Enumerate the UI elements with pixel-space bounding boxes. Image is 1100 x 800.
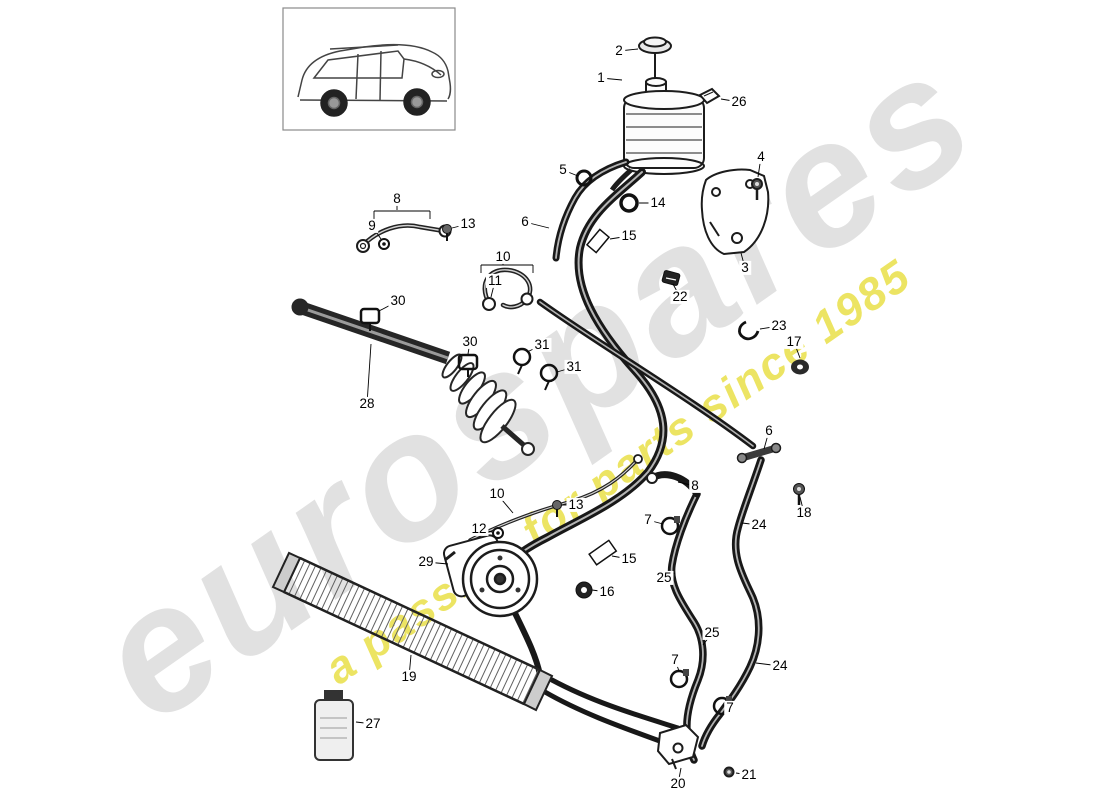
callout-29[interactable]: 29 — [416, 553, 436, 570]
fitting-6 — [738, 444, 780, 462]
cooler-end-right — [522, 668, 554, 712]
callout-19[interactable]: 19 — [399, 668, 419, 685]
callout-31[interactable]: 31 — [564, 358, 584, 375]
callout-6[interactable]: 6 — [519, 213, 531, 230]
callout-7[interactable]: 7 — [724, 699, 736, 716]
callout-13[interactable]: 13 — [458, 215, 478, 232]
clip-26 — [698, 87, 721, 105]
hose-cooler-out-2 — [549, 677, 681, 731]
callout-16[interactable]: 16 — [597, 583, 617, 600]
bolt-4 — [751, 178, 763, 200]
mount-30b — [457, 353, 479, 377]
callout-21[interactable]: 21 — [739, 766, 759, 783]
callout-22[interactable]: 22 — [670, 288, 690, 305]
callout-26[interactable]: 26 — [729, 93, 749, 110]
grommet-17 — [791, 359, 809, 375]
callout-7[interactable]: 7 — [642, 511, 654, 528]
callout-12[interactable]: 12 — [469, 520, 489, 537]
bolt-18 — [793, 483, 805, 505]
clamp-14 — [619, 193, 639, 213]
callout-6[interactable]: 6 — [763, 422, 775, 439]
clamp-22 — [661, 270, 681, 286]
bracket-outline — [700, 168, 770, 256]
callout-3[interactable]: 3 — [739, 259, 751, 276]
clip-23 — [738, 320, 760, 341]
callout-20[interactable]: 20 — [668, 775, 688, 792]
bolt-13a — [442, 224, 452, 241]
bottom-bracket — [656, 723, 735, 778]
callout-1[interactable]: 1 — [595, 69, 607, 86]
marker-15a — [585, 228, 611, 254]
callout-14[interactable]: 14 — [648, 194, 668, 211]
callout-8[interactable]: 8 — [391, 190, 403, 207]
ring-9 — [378, 238, 390, 250]
mounting-bracket — [698, 87, 770, 256]
fluid-bottle — [314, 690, 354, 761]
vehicle-thumbnail — [282, 7, 456, 131]
callout-15[interactable]: 15 — [619, 550, 639, 567]
hose-cooler-out-1 — [542, 689, 671, 747]
car-illustration — [297, 43, 452, 117]
bolt-13b — [552, 500, 562, 517]
ring-12 — [492, 527, 504, 539]
callout-25[interactable]: 25 — [654, 569, 674, 586]
callout-13[interactable]: 13 — [566, 496, 586, 513]
clamp-7a — [660, 516, 680, 536]
callout-10[interactable]: 10 — [493, 248, 513, 265]
marker-15b — [588, 539, 618, 566]
mount-30a — [359, 307, 381, 331]
callout-5[interactable]: 5 — [557, 161, 569, 178]
tie-rod — [500, 424, 528, 449]
callout-17[interactable]: 17 — [784, 333, 804, 350]
callout-28[interactable]: 28 — [357, 395, 377, 412]
reservoir-assembly — [609, 36, 705, 192]
clamp-5 — [575, 169, 593, 187]
callout-30[interactable]: 30 — [460, 333, 480, 350]
callout-18[interactable]: 18 — [794, 504, 814, 521]
callout-24[interactable]: 24 — [770, 657, 790, 674]
reservoir-cap — [638, 36, 672, 84]
oil-cooler — [271, 551, 554, 712]
callout-10[interactable]: 10 — [487, 485, 507, 502]
nut-21 — [723, 766, 735, 778]
callout-7[interactable]: 7 — [669, 651, 681, 668]
leader-line — [366, 343, 372, 405]
callout-31[interactable]: 31 — [532, 336, 552, 353]
callout-27[interactable]: 27 — [363, 715, 383, 732]
callout-23[interactable]: 23 — [769, 317, 789, 334]
callout-2[interactable]: 2 — [613, 42, 625, 59]
callout-25[interactable]: 25 — [702, 624, 722, 641]
callout-24[interactable]: 24 — [749, 516, 769, 533]
reservoir-body — [609, 77, 705, 192]
clamp-31a — [512, 347, 532, 375]
callout-15[interactable]: 15 — [619, 227, 639, 244]
callout-8[interactable]: 8 — [689, 477, 701, 494]
callout-11[interactable]: 11 — [485, 272, 505, 289]
callout-9[interactable]: 9 — [366, 217, 378, 234]
clamp-16 — [575, 581, 593, 599]
cooler-end-left — [271, 551, 302, 594]
callout-30[interactable]: 30 — [388, 292, 408, 309]
pump — [442, 534, 539, 618]
callout-4[interactable]: 4 — [755, 148, 767, 165]
clamp-31b — [539, 363, 559, 391]
